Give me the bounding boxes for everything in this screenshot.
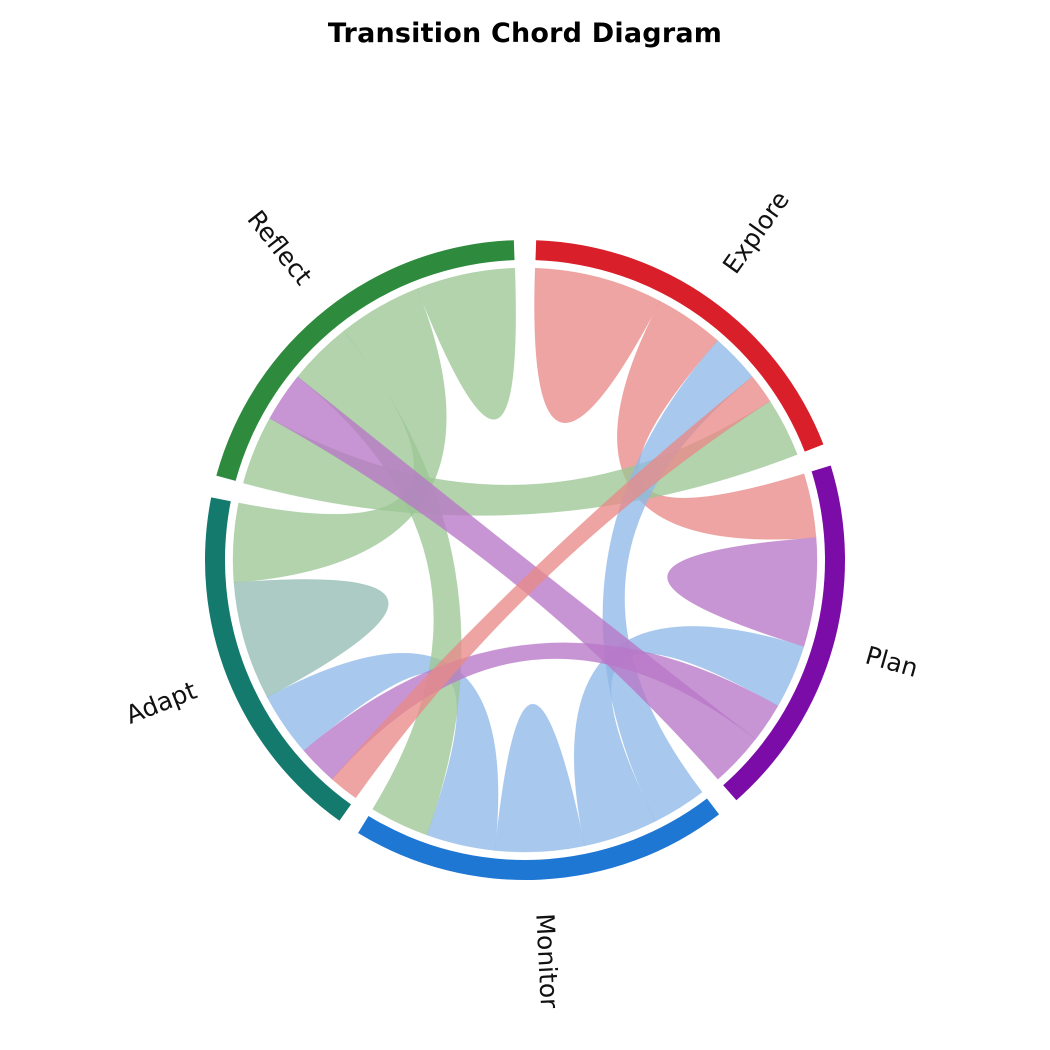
sector-label-adapt: Adapt xyxy=(122,676,201,730)
chord-arc-plan[interactable] xyxy=(723,465,846,801)
chord-ribbon-plan-adapt[interactable] xyxy=(303,642,779,780)
chord-arc-reflect[interactable] xyxy=(216,240,515,481)
chord-ribbon-plan-reflect[interactable] xyxy=(269,376,756,780)
chord-ribbon-explore-adapt[interactable] xyxy=(331,376,771,799)
arcs-layer xyxy=(205,240,846,881)
chord-arc-monitor[interactable] xyxy=(358,798,720,881)
chord-ribbon-adapt-adapt[interactable] xyxy=(233,579,389,698)
chord-ribbon-reflect-reflect[interactable] xyxy=(416,267,516,420)
chord-ribbon-explore-explore[interactable] xyxy=(534,267,661,424)
sector-label-explore: Explore xyxy=(717,186,795,279)
chord-arc-explore[interactable] xyxy=(535,240,824,452)
page-title: Transition Chord Diagram xyxy=(327,18,723,49)
chord-ribbon-explore-reflect[interactable] xyxy=(242,400,798,516)
ribbons-layer xyxy=(232,267,818,853)
chord-ribbon-plan-plan[interactable] xyxy=(667,537,818,647)
sector-label-monitor: Monitor xyxy=(530,913,564,1010)
chord-ribbon-plan-monitor[interactable] xyxy=(573,626,805,847)
chord-ribbon-monitor-adapt[interactable] xyxy=(266,652,499,851)
chord-ribbon-monitor-monitor[interactable] xyxy=(494,703,586,853)
sector-label-reflect: Reflect xyxy=(242,205,318,291)
sector-label-plan: Plan xyxy=(862,641,921,683)
chord-arc-adapt[interactable] xyxy=(205,497,352,821)
